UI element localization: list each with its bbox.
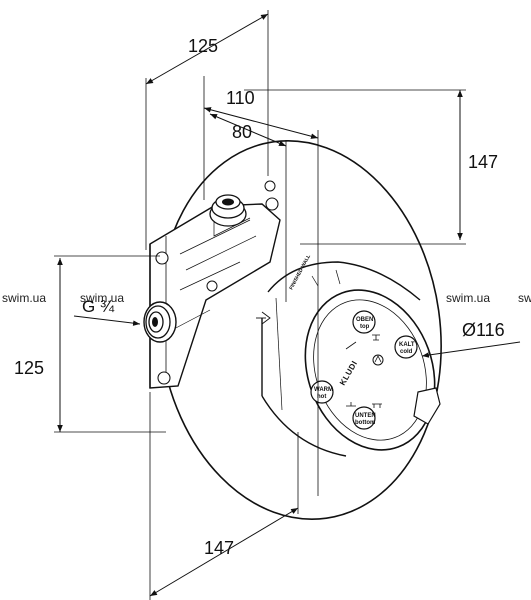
port-bottom: UNTEN bottom (352, 406, 376, 430)
watermark-7: swim.ua (446, 291, 490, 305)
thread-label: G ¾ (82, 297, 115, 316)
watermark-1: swim.ua (2, 291, 46, 305)
dim-width-inner: 80 (209, 113, 287, 302)
dim-width-total: 125 (145, 10, 269, 250)
port-cold-label: KALT (399, 342, 415, 348)
tap-symbol-icon (346, 402, 356, 407)
mount-hole-4 (264, 180, 276, 192)
logo-icon (372, 354, 384, 366)
top-inlet-fitting (209, 194, 247, 227)
port-cold-sublabel: cold (400, 349, 413, 355)
dim-height-right-label: 147 (468, 152, 498, 172)
mount-hole-5 (206, 280, 218, 292)
dim-height-left-label: 125 (14, 358, 44, 378)
mount-hole-1 (155, 251, 169, 265)
port-top-sublabel: top (360, 324, 370, 330)
port-hot-sublabel: hot (317, 394, 326, 400)
thread-callout: G ¾ (73, 297, 141, 326)
wall-arrow-icon (261, 311, 271, 325)
watermark-8: swim.ua (518, 291, 531, 305)
shower-symbol-icon (372, 334, 380, 341)
dim-width-mid: 110 (203, 76, 319, 496)
port-bottom-label: UNTEN (355, 413, 376, 419)
left-inlet-fitting (143, 301, 177, 343)
port-top: OBEN top (352, 310, 376, 334)
cylinder-housing (261, 261, 441, 457)
port-cold: KALT cold (394, 335, 418, 359)
dim-height-left: 125 (14, 255, 166, 433)
dim-width-total-label: 125 (188, 36, 218, 56)
dim-width-mid-label: 110 (226, 88, 255, 108)
port-hot-label: WARM (314, 387, 333, 393)
port-hot: WARM hot (310, 380, 334, 404)
dim-diameter: Ø116 (421, 320, 521, 358)
mount-hole-3 (157, 371, 171, 385)
dim-bottom-width: 147 (149, 392, 299, 600)
dim-width-inner-label: 80 (232, 122, 252, 142)
mount-hole-2 (265, 197, 279, 211)
dim-diameter-label: Ø116 (462, 320, 505, 340)
dim-bottom-width-label: 147 (204, 538, 234, 558)
port-top-label: OBEN (356, 317, 373, 323)
watermark-2: swim.ua (80, 291, 124, 305)
port-bottom-sublabel: bottom (355, 420, 375, 426)
dim-height-right: 147 (244, 89, 498, 245)
